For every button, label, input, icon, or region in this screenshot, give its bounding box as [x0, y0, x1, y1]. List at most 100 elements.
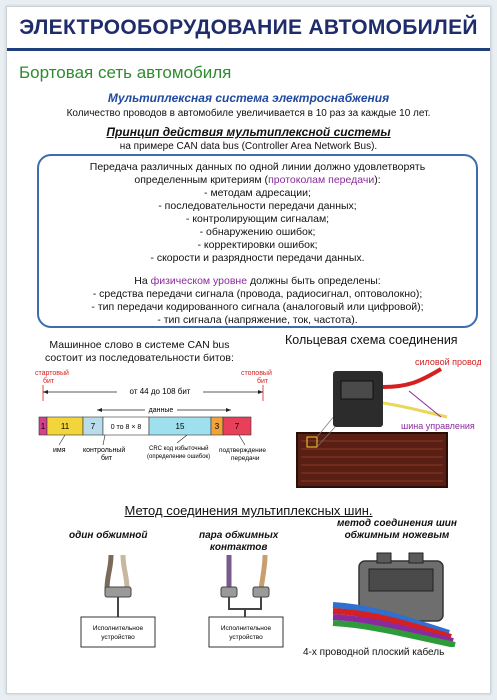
range-label: от 44 до 108 бит [130, 387, 191, 396]
physical-heading-c: должны быть определены: [247, 275, 381, 287]
single-wire-a [104, 555, 114, 590]
method-heading: Метод соединения мультиплексных шин. [124, 503, 373, 518]
criteria-item: - последовательности передачи данных; [158, 200, 357, 212]
flat-cable-wire-red [332, 608, 452, 640]
data-arrow-right [226, 408, 231, 412]
frame-field-label: 11 [61, 422, 70, 431]
frame-field-label: 15 [176, 422, 185, 431]
zoom-connector-body [340, 380, 374, 400]
single-wire-b [120, 555, 130, 590]
single-crimp-sleeve [104, 586, 132, 598]
criteria-line-2-a: определенным критериям ( [134, 174, 269, 186]
stop-bit-label-1: стоповый [241, 369, 272, 377]
control-bus-label: шина управления [401, 421, 475, 431]
frame-field-label: 3 [215, 422, 220, 431]
zoom-line-1 [316, 414, 336, 438]
power-wire [382, 367, 443, 389]
data-label-bg [145, 405, 177, 415]
principle-heading: Принцип действия мультиплексной системы [106, 125, 391, 139]
start-bit-label-1: стартовый [35, 369, 69, 377]
criteria-item: - корректировки ошибок; [197, 239, 318, 251]
criteria-item: - обнаружению ошибок; [199, 226, 316, 238]
range-arrow-left [43, 390, 48, 394]
method-label-single: один обжимной [69, 530, 148, 541]
range-label-bg [117, 386, 203, 397]
physical-heading: На физическом уровне должны быть определ… [39, 275, 476, 288]
criteria-item: - скорости и разрядности передачи данных… [150, 252, 365, 264]
flat-cable-wire-blue [332, 602, 450, 636]
single-device-box [80, 616, 156, 648]
criteria-line-2: определенным критериям (протоколам перед… [39, 174, 476, 187]
control-bus-pointer [408, 390, 442, 418]
power-wire-label: силовой провод [415, 357, 481, 367]
pair-crimp-right [252, 586, 270, 598]
physical-term: физическом уровне [150, 275, 248, 287]
zoom-line-2 [316, 426, 336, 448]
flat-cable-wire-purple [332, 614, 454, 644]
field-label-crc-2: (определение ошибок) [147, 454, 210, 460]
pair-crimp-left [220, 586, 238, 598]
single-device-label-1: Исполнительное [93, 625, 144, 632]
control-bus-wire [382, 401, 448, 419]
page-title: ЭЛЕКТРООБОРУДОВАНИЕ АВТОМОБИЛЕЙ [19, 16, 478, 39]
frame-field [222, 416, 252, 436]
knife-connector-slot [368, 568, 434, 592]
confirm-pointer [238, 434, 246, 446]
ring-board-grid [301, 440, 443, 482]
method-label-knife-1: метод соединения шин [337, 518, 457, 529]
field-label-confirm-1: подтверждение [219, 447, 266, 454]
section-heading: Бортовая сеть автомобиля [19, 63, 232, 82]
pair-device-label-2: устройство [229, 633, 263, 641]
machine-word-line-1: Машинное слово в системе CAN bus [49, 339, 230, 351]
crc-pointer [176, 434, 188, 444]
field-label-name: имя [53, 447, 66, 454]
name-pointer [58, 434, 66, 446]
frame-field-label: 7 [235, 422, 240, 431]
flat-cable-wire-green [332, 620, 456, 647]
control-pointer [102, 434, 106, 446]
machine-word-line-2: состоит из последовательности битов: [45, 352, 234, 364]
physical-item: - средства передачи сигнала (провода, ра… [92, 288, 423, 300]
ring-board [296, 432, 448, 488]
pair-crimp-diagram: Исполнительное устройство [208, 555, 284, 648]
knife-connector-tab-1 [376, 552, 392, 564]
range-arrow-right [258, 390, 263, 394]
single-device-label-2: устройство [101, 633, 135, 641]
ring-zoom-marker [306, 436, 318, 448]
criteria-line-1: Передача различных данных по одной линии… [89, 161, 426, 173]
flat-cable-label: 4-х проводной плоский кабель [303, 647, 445, 658]
can-frame-diagram: стартовый бит стоповый бит от 44 до 108 … [35, 369, 272, 462]
pair-bridge [228, 597, 262, 610]
pair-device-label-1: Исполнительное [221, 625, 272, 632]
pair-wire-b [258, 555, 268, 590]
criteria-item: - методам адресации; [204, 187, 311, 199]
field-label-confirm-2: передачи [231, 455, 260, 462]
frame-field-label: 0 то 8 × 8 [111, 424, 142, 431]
frame-field-label: 1 [41, 422, 46, 431]
physical-item: - тип передачи кодированного сигнала (ан… [91, 301, 424, 313]
single-crimp-diagram: Исполнительное устройство [80, 555, 156, 648]
knife-connector-tab-2 [408, 552, 424, 564]
method-label-pair-1: пара обжимных [199, 530, 279, 541]
field-label-control-2: бит [101, 454, 113, 462]
criteria-line-2-c: ): [374, 174, 381, 186]
criteria-item: - контролирующим сигналам; [185, 213, 330, 225]
field-label-control-1: контрольный [83, 446, 125, 454]
criteria-box: Передача различных данных по одной линии… [37, 154, 478, 328]
physical-item: - тип сигнала (напряжение, ток, частота)… [157, 314, 358, 326]
start-bit-label-2: бит [43, 377, 55, 385]
intro-text: Количество проводов в автомобиле увеличи… [66, 108, 431, 119]
field-label-crc-1: CRC код избыточный [149, 445, 209, 452]
physical-heading-a: На [134, 275, 151, 287]
ring-scheme-diagram: силовой провод шина управления [296, 357, 481, 488]
method-label-pair-2: контактов [209, 542, 268, 553]
data-label: данные [149, 407, 174, 414]
knife-connector-diagram [332, 552, 456, 647]
physical-level: На физическом уровне должны быть определ… [39, 275, 476, 327]
example-text: на примере CAN data bus (Controller Area… [119, 141, 378, 152]
stop-bit-label-2: бит [257, 377, 269, 385]
method-label-pair: пара обжимных контактов [199, 530, 278, 554]
pair-device-box [208, 616, 284, 648]
data-arrow-left [97, 408, 102, 412]
